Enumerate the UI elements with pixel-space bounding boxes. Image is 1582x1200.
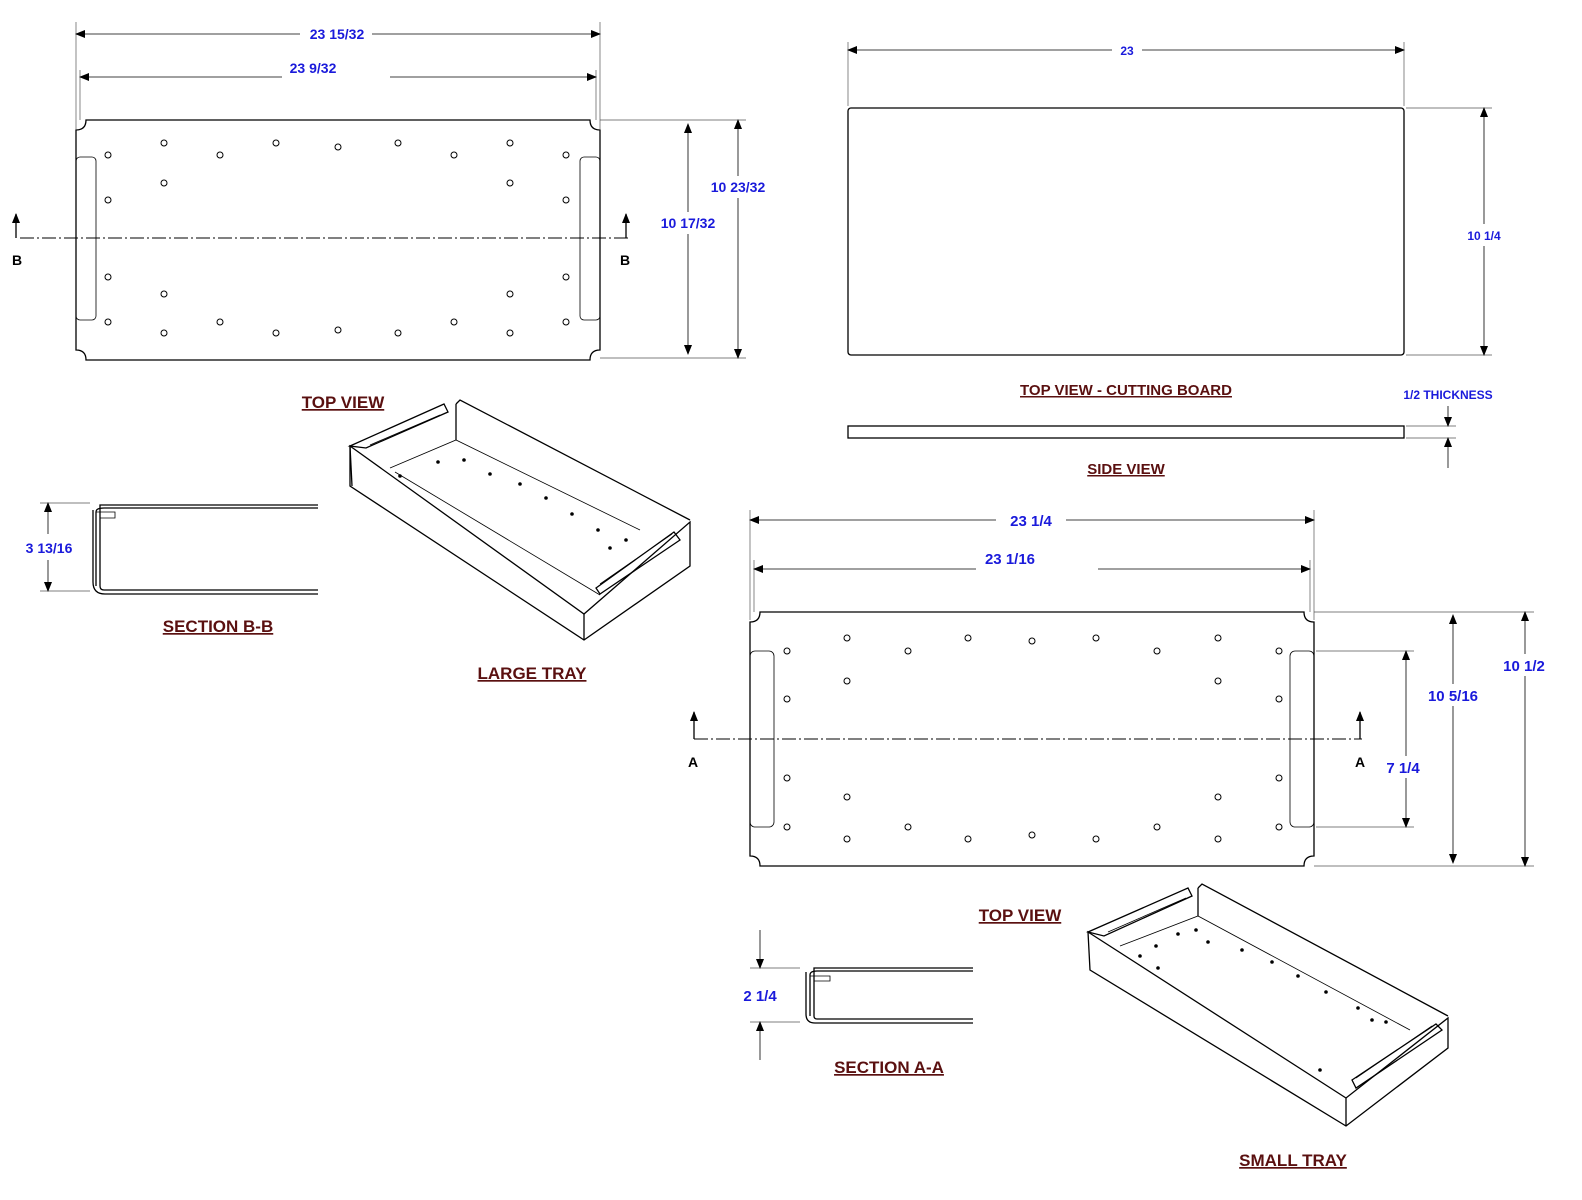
small-tray-isometric (1085, 883, 1449, 1127)
large-tray-top-view-title: TOP VIEW (302, 393, 385, 412)
large-tray-isometric (347, 399, 691, 641)
small-tray-iso-title: SMALL TRAY (1239, 1151, 1347, 1170)
section-marker-b-right: B (620, 252, 630, 268)
section-a-a-title: SECTION A-A (834, 1058, 944, 1077)
small-tray-outline (749, 611, 1315, 867)
cutting-board-side-outline (847, 425, 1405, 439)
small-tray-overall-width: 23 1/4 (1010, 513, 1052, 530)
cutting-board-outline (847, 107, 1405, 356)
cutting-board-width: 23 (1120, 44, 1134, 58)
large-tray-top-view: B B 23 15/32 23 9/32 10 23/32 10 17/32 (12, 22, 766, 361)
small-tray-iso-holes (1138, 928, 1388, 1072)
large-tray-inner-width: 23 9/32 (290, 60, 337, 76)
small-tray-section-height: 2 1/4 (743, 988, 777, 1005)
cutting-board-depth: 10 1/4 (1467, 229, 1501, 243)
section-marker-a-right: A (1355, 754, 1365, 770)
cutting-board-thickness: 1/2 THICKNESS (1403, 388, 1492, 402)
large-tray-iso-title: LARGE TRAY (478, 664, 588, 683)
cutting-board-top-view-title: TOP VIEW - CUTTING BOARD (1020, 382, 1232, 399)
section-marker-b-left: B (12, 252, 22, 268)
small-tray-handle-length: 7 1/4 (1386, 760, 1420, 777)
large-tray-section-height: 3 13/16 (26, 540, 73, 556)
small-tray-inner-width: 23 1/16 (985, 551, 1035, 568)
small-tray-overall-depth: 10 1/2 (1503, 658, 1545, 675)
section-b-b-title: SECTION B-B (163, 617, 274, 636)
large-tray-inner-depth: 10 17/32 (661, 215, 716, 231)
small-tray-inner-depth: 10 5/16 (1428, 688, 1478, 705)
cutting-board-top-view: 23 10 1/4 (847, 42, 1501, 356)
small-tray-holes (783, 634, 1283, 843)
large-tray-overall-width: 23 15/32 (310, 26, 365, 42)
large-tray-overall-depth: 10 23/32 (711, 179, 766, 195)
large-tray-iso-holes (398, 458, 628, 550)
large-tray-outline (75, 119, 601, 361)
cutting-board-side-view: 1/2 THICKNESS (847, 388, 1493, 468)
large-tray-holes (104, 139, 570, 337)
cutting-board-side-view-title: SIDE VIEW (1087, 461, 1165, 478)
section-marker-a-left: A (688, 754, 698, 770)
section-a-a: 2 1/4 (743, 930, 973, 1060)
small-tray-top-view-title: TOP VIEW (979, 906, 1062, 925)
section-b-b: 3 13/16 (26, 502, 318, 595)
small-tray-top-view: A A 23 1/4 23 1/16 10 1/2 10 5/16 7 1/4 (688, 510, 1545, 867)
